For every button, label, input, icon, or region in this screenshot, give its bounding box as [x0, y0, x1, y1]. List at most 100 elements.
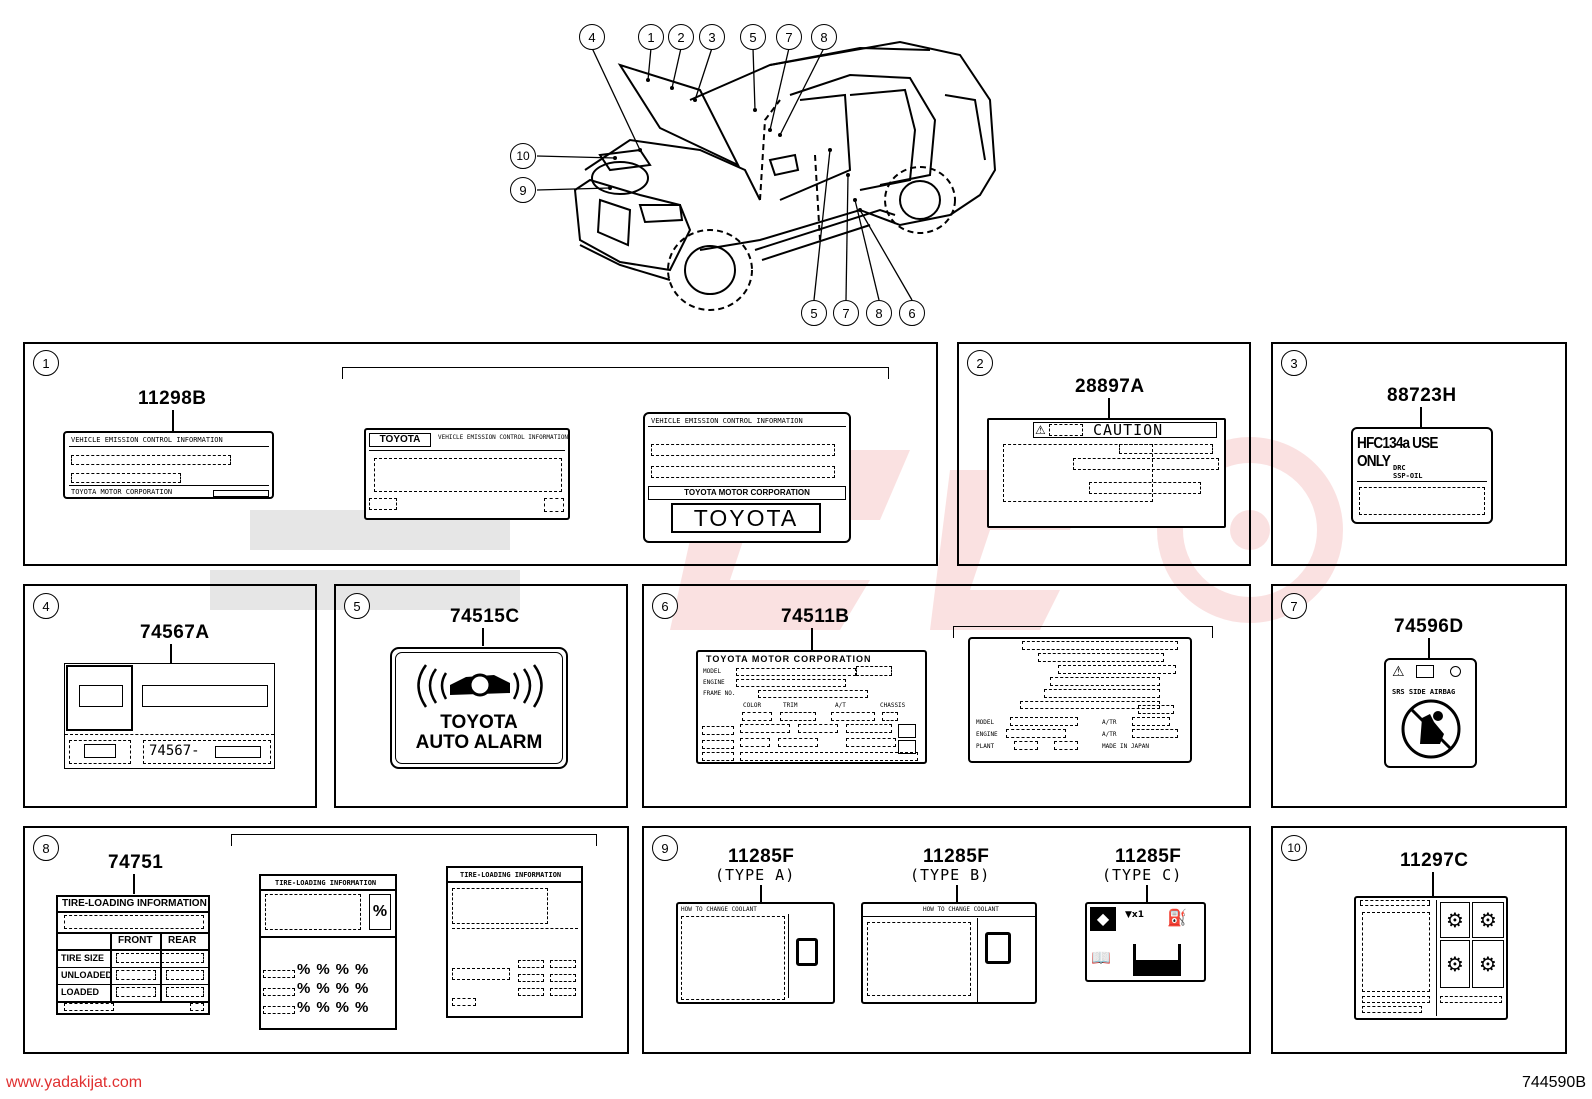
label-vin-plate-b: MODEL ENGINE PLANT A/TR A/TR MADE IN JAP… [968, 637, 1192, 763]
warning-triangle-icon: ⚠ [1035, 423, 1046, 437]
part-number-11298b: 11298B [138, 388, 207, 409]
variant-bracket [342, 367, 889, 379]
front-header: FRONT [118, 935, 153, 946]
label-coolant-a: HOW TO CHANGE COOLANT [676, 902, 835, 1004]
panel-1-number: 1 [33, 350, 59, 376]
leader-line [482, 628, 484, 646]
field-label: A/TR [1102, 719, 1117, 726]
part-number-11285f-a: 11285F [728, 846, 795, 867]
label-coolant-b: HOW TO CHANGE COOLANT [861, 902, 1037, 1004]
coolant-reservoir-icon [1133, 944, 1181, 976]
engine-part-icon: ⚙ [1472, 902, 1504, 938]
label-text: DRC [1393, 464, 1406, 472]
panel-4-number: 4 [33, 593, 59, 619]
callout-10: 10 [510, 143, 536, 169]
coolant-tank-icon [796, 938, 818, 966]
field-label: PLANT [976, 743, 995, 750]
callout-9: 9 [510, 177, 536, 203]
column-label: CHASSIS [880, 702, 906, 709]
callout-2: 2 [668, 24, 694, 50]
panel-9-number: 9 [652, 835, 678, 861]
leader-line [956, 885, 958, 903]
variant-bracket [231, 834, 597, 846]
panel-10-number: 10 [1281, 835, 1307, 861]
alarm-brand-text: TOYOTA [440, 712, 518, 733]
label-text: VEHICLE EMISSION CONTROL INFORMATION [71, 436, 223, 444]
car-alarm-icon [417, 664, 543, 708]
field-label: MODEL [976, 719, 995, 726]
part-number-11285f-c: 11285F [1115, 846, 1182, 867]
callout-8: 8 [811, 24, 837, 50]
label-text: TOYOTA MOTOR CORPORATION [648, 486, 846, 500]
label-tire-loading-a: TIRE-LOADING INFORMATION FRONT REAR TIRE… [56, 895, 210, 1015]
label-srs-airbag: ⚠ SRS SIDE AIRBAG [1384, 658, 1477, 768]
panel-2 [957, 342, 1251, 566]
vehicle-overview-diagram [536, 40, 997, 311]
panel-3 [1271, 342, 1567, 566]
vin-header-text: TOYOTA MOTOR CORPORATION [706, 654, 872, 664]
circle-icon [1450, 666, 1461, 677]
callout-7-lower: 7 [833, 300, 859, 326]
type-b-label: (TYPE B) [910, 866, 991, 884]
label-emission-a: VEHICLE EMISSION CONTROL INFORMATION TOY… [63, 431, 274, 499]
panel-1 [23, 342, 938, 566]
panel-5 [334, 584, 628, 808]
type-c-label: (TYPE C) [1102, 866, 1183, 884]
coolant-x1-icon: ▼x1 [1125, 910, 1144, 920]
leader-line [172, 410, 174, 432]
label-coolant-c: ◆ ▼x1 ⛽ 📖 [1085, 902, 1206, 982]
part-number-28897a: 28897A [1075, 376, 1145, 397]
brand-text: TOYOTA [369, 433, 431, 447]
label-auto-alarm: TOYOTA AUTO ALARM [390, 647, 568, 769]
leader-line [1146, 885, 1148, 903]
coolant-tank-icon [985, 932, 1011, 964]
caution-text: CAUTION [1093, 421, 1164, 439]
label-emission-c: VEHICLE EMISSION CONTROL INFORMATION TOY… [643, 412, 851, 543]
panel-7 [1271, 584, 1567, 808]
part-number-11297c: 11297C [1400, 850, 1469, 871]
leader-line [170, 644, 172, 664]
manual-book-icon [1416, 665, 1434, 678]
panel-8 [23, 826, 629, 1054]
column-label: A/T [835, 702, 846, 709]
diagram-code: 744590B [1521, 1074, 1586, 1091]
panel-3-number: 3 [1281, 350, 1307, 376]
label-emission-b: TOYOTA VEHICLE EMISSION CONTROL INFORMAT… [364, 428, 570, 520]
label-engine-info: ⚙ ⚙ ⚙ ⚙ [1354, 896, 1508, 1020]
alarm-text: AUTO ALARM [415, 732, 543, 753]
panel-6-number: 6 [652, 593, 678, 619]
part-number-74511b: 74511B [781, 606, 850, 627]
tire-title-text: TIRE-LOADING INFORMATION [275, 879, 377, 887]
label-tire-loading-b: TIRE-LOADING INFORMATION % %%%%%%%%%%%% [259, 874, 397, 1030]
warning-triangle-icon: ⚠ [1392, 664, 1405, 680]
brand-text: TOYOTA [671, 503, 821, 533]
refrigerant-text: HFC134a USE ONLY [1357, 435, 1438, 470]
label-text: HOW TO CHANGE COOLANT [681, 906, 757, 913]
panel-10 [1271, 826, 1567, 1054]
rear-header: REAR [168, 935, 197, 946]
label-caution: ⚠ CAUTION [987, 418, 1226, 528]
footer-website[interactable]: www.yadakijat.com [6, 1074, 143, 1091]
panel-7-number: 7 [1281, 593, 1307, 619]
panel-9 [642, 826, 1251, 1054]
callout-4: 4 [579, 24, 605, 50]
part-number-74515c: 74515C [450, 606, 520, 627]
leader-line [760, 885, 762, 903]
label-text: SSP-OIL [1393, 472, 1423, 480]
leader-line [1420, 407, 1422, 427]
tire-title-text: TIRE-LOADING INFORMATION [460, 871, 562, 879]
part-number-11285f-b: 11285F [923, 846, 990, 867]
callout-5-lower: 5 [801, 300, 827, 326]
field-label: MADE IN JAPAN [1102, 743, 1149, 750]
part-number-88723h: 88723H [1387, 385, 1457, 406]
row-label: TIRE SIZE [61, 953, 105, 963]
callout-8-lower: 8 [866, 300, 892, 326]
leader-line [133, 874, 135, 894]
engine-part-icon: ⚙ [1440, 940, 1470, 988]
field-label: ENGINE [703, 679, 725, 686]
pour-icon: ⛽ [1167, 908, 1187, 927]
callout-1: 1 [638, 24, 664, 50]
part-number-74596d: 74596D [1394, 616, 1464, 637]
engine-part-icon: ⚙ [1440, 902, 1470, 938]
row-label: UNLOADED [61, 970, 112, 980]
